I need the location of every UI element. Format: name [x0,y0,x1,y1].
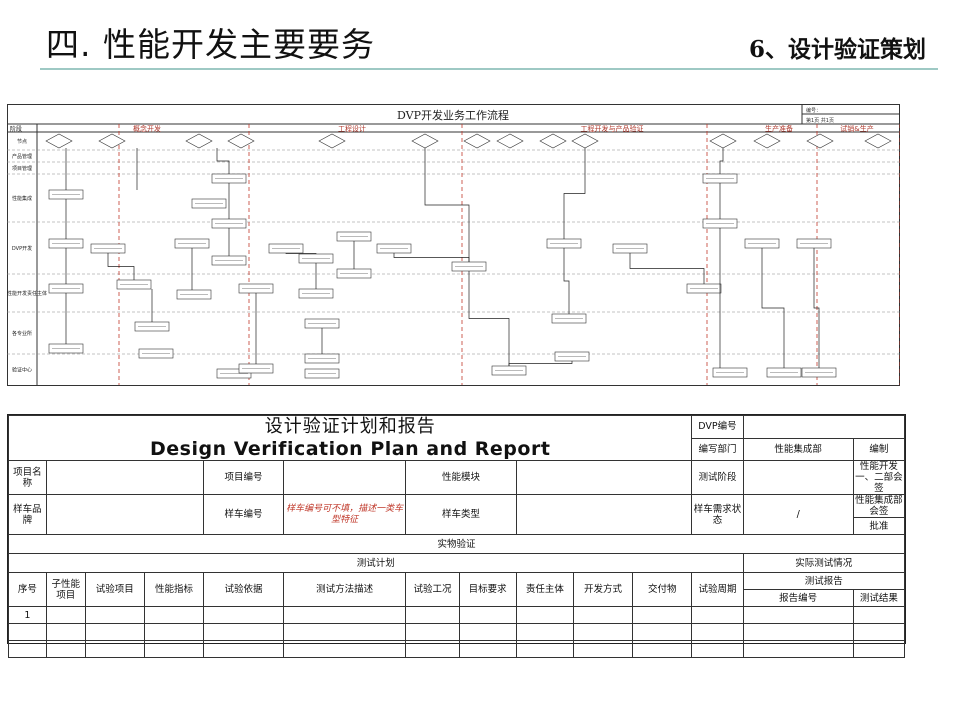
connector-line [563,248,570,314]
title-divider [40,68,938,70]
form-title-en: Design Verification Plan and Report [150,438,551,460]
lane-label: 性能集成 [12,195,32,202]
sample-code-note: 样车编号可不填，描述一类车型特征 [282,494,407,535]
lane-label: 产品管理 [12,153,32,160]
sample-req-label: 样车需求状态 [691,494,744,535]
flow-phase-4: 生产准备 [765,124,793,133]
connector-line [563,148,586,239]
test-stage-label: 测试阶段 [691,460,744,495]
connector-line [285,253,317,254]
col-header: 目标要求 [458,572,517,607]
milestone-diamond [318,133,346,149]
compile-label: 编制 [852,437,906,461]
approve-label: 批准 [852,517,906,535]
col-header: 试验工况 [405,572,460,607]
test-plan-label: 测试计划 [8,553,744,573]
prep-dept-label: 编写部门 [691,437,744,461]
milestone-diamond [496,133,524,149]
sample-req-value: / [742,494,854,535]
actual-test-label: 实际测试情况 [742,553,906,573]
report-col-header: 测试结果 [852,589,906,607]
prep-dept-value: 性能集成部 [742,437,854,461]
connector-line [468,271,510,366]
milestone-diamond [227,133,255,149]
connector-line [107,253,135,280]
form-title-cn: 设计验证计划和报告 [264,416,436,438]
connector-line [508,361,573,366]
lane-label: 验证中心 [12,367,32,374]
milestone-diamond [709,133,737,149]
flow-phase-3: 工程开发与产品验证 [581,124,644,133]
connector-line [761,248,785,368]
milestone-diamond [753,133,781,149]
slide-subtitle: 6、设计验证策划 [748,36,926,63]
cosign-label: 性能开发一、二部会签 [852,460,906,495]
flow-phase-2: 工程设计 [338,124,366,133]
project-name-label: 项目名称 [8,460,47,495]
connector-line [216,148,230,174]
milestone-diamond [411,133,439,149]
col-header: 试验项目 [84,572,145,607]
lane-label: DVP开发 [12,245,32,252]
col-header: 性能指标 [143,572,205,607]
row-number: 1 [8,606,47,624]
lane-label: 模块性能开发责任主体 [7,290,47,297]
dvp-no-value [742,415,906,439]
project-code-label: 项目编号 [203,460,284,495]
slide-title: 四. 性能开发主要要务 [46,25,375,64]
sample-type-label: 样车类型 [405,494,517,535]
col-header: 子性能项目 [45,572,86,607]
lane-label: 项目管理 [12,165,32,172]
col-header: 责任主体 [515,572,574,607]
dvp-form: 设计验证计划和报告 Design Verification Plan and R… [7,414,906,658]
sample-code-label: 样车编号 [203,494,284,535]
milestone-diamond [864,133,892,149]
col-header: 测试方法描述 [282,572,407,607]
col-header: 试验依据 [203,572,284,607]
col-header: 开发方式 [572,572,634,607]
flow-header-label: 阶段 [10,125,22,133]
test-report-label: 测试报告 [742,572,906,590]
perf-module-label: 性能模块 [405,460,517,495]
milestone-diamond [806,133,834,149]
sample-brand-label: 样车品牌 [8,494,47,535]
milestone-diamond [539,133,567,149]
dvp-workflow-diagram: DVP开发业务工作流程 编号： 第1页 共1页 阶段 概念开发 工程设计 工程开… [7,104,900,386]
perf-integ-sign-label: 性能集成部会签 [852,494,906,518]
connector-line [629,253,705,284]
lane-label: 节点 [17,139,27,145]
col-header: 序号 [8,572,47,607]
milestone-diamond [571,133,599,149]
col-header: 试验周期 [691,572,744,607]
section-physical: 实物验证 [8,534,905,554]
flow-corner-label-1: 编号： [806,107,821,114]
flow-phase-5: 试销&生产 [840,124,873,133]
milestone-diamond [45,133,73,149]
col-header: 交付物 [632,572,693,607]
flow-corner-label-2: 第1页 共1页 [806,117,834,124]
dvp-no-label: DVP编号 [691,415,744,439]
connector-line [424,148,470,262]
milestone-diamond [463,133,491,149]
connector-line [719,148,724,174]
flow-title: DVP开发业务工作流程 [397,108,509,122]
report-col-header: 报告编号 [742,589,854,607]
milestone-diamond [98,133,126,149]
lane-label: 各专业所 [12,330,32,337]
flow-phase-1: 概念开发 [133,124,161,133]
milestone-diamond [185,133,213,149]
connector-line [813,248,820,368]
